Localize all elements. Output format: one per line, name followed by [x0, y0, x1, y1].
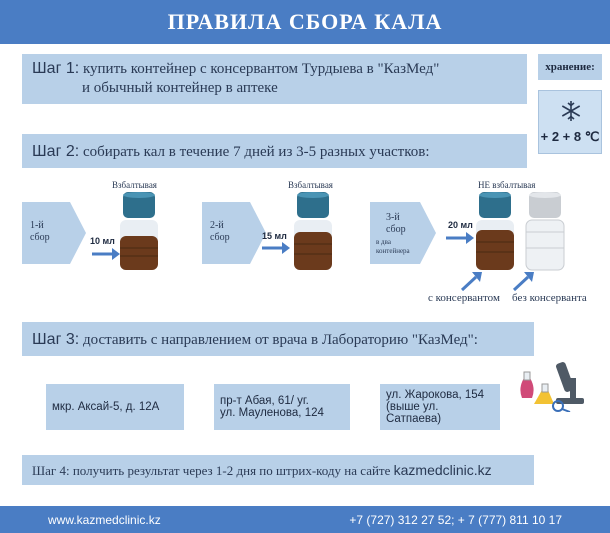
storage-label: хранение:: [538, 54, 602, 80]
chevron-3: [370, 202, 436, 264]
step-4-bar: [22, 455, 534, 485]
step-1-text: Шаг 1: купить контейнер с консервантом Т…: [32, 60, 439, 78]
step-4-text: Шаг 4: получить результат через 1-2 дня …: [32, 462, 492, 479]
address-card-3: ул. Жарокова, 154 (выше ул. Сатпаева): [380, 384, 500, 430]
footer-site-link[interactable]: www.kazmedclinic.kz: [48, 513, 161, 527]
container-icon-1: [120, 192, 158, 270]
footer-phones[interactable]: +7 (727) 312 27 52; + 7 (777) 811 10 17: [349, 513, 562, 527]
volume-label-3: 20 мл: [448, 220, 473, 230]
container-icon-2: [294, 192, 332, 270]
address-2-line1: пр-т Абая, 61/ уг.: [220, 395, 309, 407]
step-2-bar: [22, 134, 527, 168]
arrow-icon-2: [262, 242, 290, 254]
chevron-3-sublabel: в два контейнера: [376, 238, 410, 255]
caption-without-preservative: без консерванта: [512, 292, 587, 304]
address-card-1: мкр. Аксай-5, д. 12А: [46, 384, 184, 430]
step-1-label: Шаг 1:: [32, 60, 80, 77]
caption-with-preservative: с консервантом: [428, 292, 500, 304]
arrow-icon-1: [92, 248, 120, 260]
step-1-bar: [22, 54, 527, 104]
arrow-up-icon-1: [460, 272, 482, 292]
address-3-line2: (выше ул. Сатпаева): [386, 401, 442, 425]
step-4-line1: получить результат через 1-2 дня по штри…: [72, 463, 391, 478]
shake-label-2: Взбалтывая: [288, 180, 333, 190]
step-3-bar: [22, 322, 534, 356]
chevron-2-label: 2-й сбор: [210, 220, 230, 243]
chevron-2: [202, 202, 266, 264]
step-4-site[interactable]: kazmedclinic.kz: [393, 462, 492, 478]
volume-label-2: 15 мл: [262, 231, 287, 241]
address-2-line2: ул. Мауленова, 124: [220, 407, 324, 419]
footer: www.kazmedclinic.kz +7 (727) 312 27 52; …: [0, 506, 610, 533]
page-title: ПРАВИЛА СБОРА КАЛА: [0, 0, 610, 44]
address-card-2: пр-т Абая, 61/ уг. ул. Мауленова, 124: [214, 384, 350, 430]
chevron-1-label: 1-й сбор: [30, 220, 50, 243]
step-1-line1: купить контейнер с консервантом Турдыева…: [82, 61, 440, 77]
arrow-icon-3: [446, 232, 474, 244]
container-empty-icon: [525, 192, 565, 271]
step-3-line1: доставить с направлением от врача в Лабо…: [82, 332, 478, 348]
container-icon-3: [476, 192, 514, 270]
step-2-line1: собирать кал в течение 7 дней из 3-5 раз…: [82, 144, 430, 160]
shake-label-3: НЕ взбалтывая: [478, 180, 536, 190]
step-3-text: Шаг 3: доставить с направлением от врача…: [32, 331, 478, 349]
volume-label-1: 10 мл: [90, 236, 115, 246]
step-1-line2: и обычный контейнер в аптеке: [82, 80, 278, 96]
snowflake-icon: [561, 101, 581, 121]
chevron-1: [22, 202, 86, 264]
step-4-label: Шаг 4:: [32, 463, 70, 478]
arrow-up-icon-2: [512, 272, 534, 292]
address-1-line1: мкр. Аксай-5, д. 12А: [52, 401, 160, 413]
microscope-icon: [520, 362, 584, 412]
storage-box: + 2 + 8 ℃: [538, 90, 602, 154]
chevron-3-label: 3-й сбор: [386, 212, 406, 235]
storage-temp: + 2 + 8 ℃: [540, 129, 600, 144]
step-2-text: Шаг 2: собирать кал в течение 7 дней из …: [32, 143, 430, 161]
address-3-line1: ул. Жарокова, 154: [386, 389, 485, 401]
step-2-label: Шаг 2:: [32, 143, 80, 160]
step-3-label: Шаг 3:: [32, 331, 80, 348]
shake-label-1: Взбалтывая: [112, 180, 157, 190]
